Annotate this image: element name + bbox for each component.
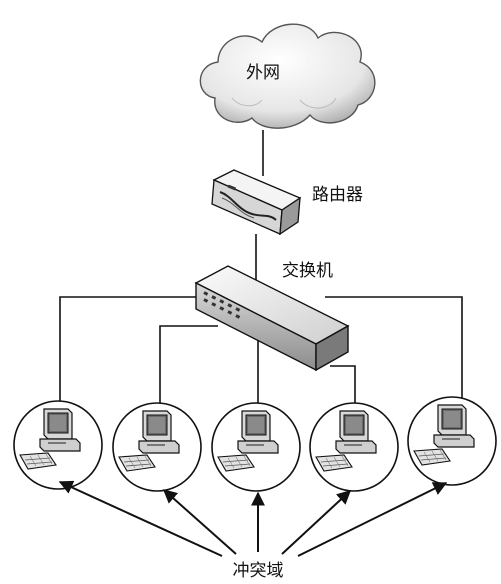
arrow-to-pc5 [297, 482, 448, 557]
switch-pc1-link [59, 296, 205, 408]
switch-icon [194, 265, 350, 372]
arrow-to-pc4 [281, 490, 352, 555]
switch-pc5-link [325, 296, 463, 405]
computer-icon [211, 402, 301, 492]
router-icon [211, 169, 302, 236]
computers [13, 396, 497, 492]
computer-icon [407, 396, 497, 486]
connection-lines [59, 130, 463, 410]
computer-icon [13, 400, 103, 490]
computer-icon [309, 402, 399, 492]
switch-label: 交换机 [282, 261, 333, 281]
switch-pc2-link [159, 325, 218, 410]
arrow-to-pc2 [162, 489, 237, 555]
arrow-to-pc1 [58, 480, 223, 557]
collision-domain-arrows [58, 480, 448, 557]
internet-label: 外网 [246, 63, 280, 83]
internet-cloud-icon [199, 23, 376, 129]
switch-pc4-link [330, 365, 356, 410]
collision-domain-label: 冲突域 [233, 561, 284, 581]
computer-icon [112, 402, 202, 492]
router-label: 路由器 [312, 185, 363, 205]
